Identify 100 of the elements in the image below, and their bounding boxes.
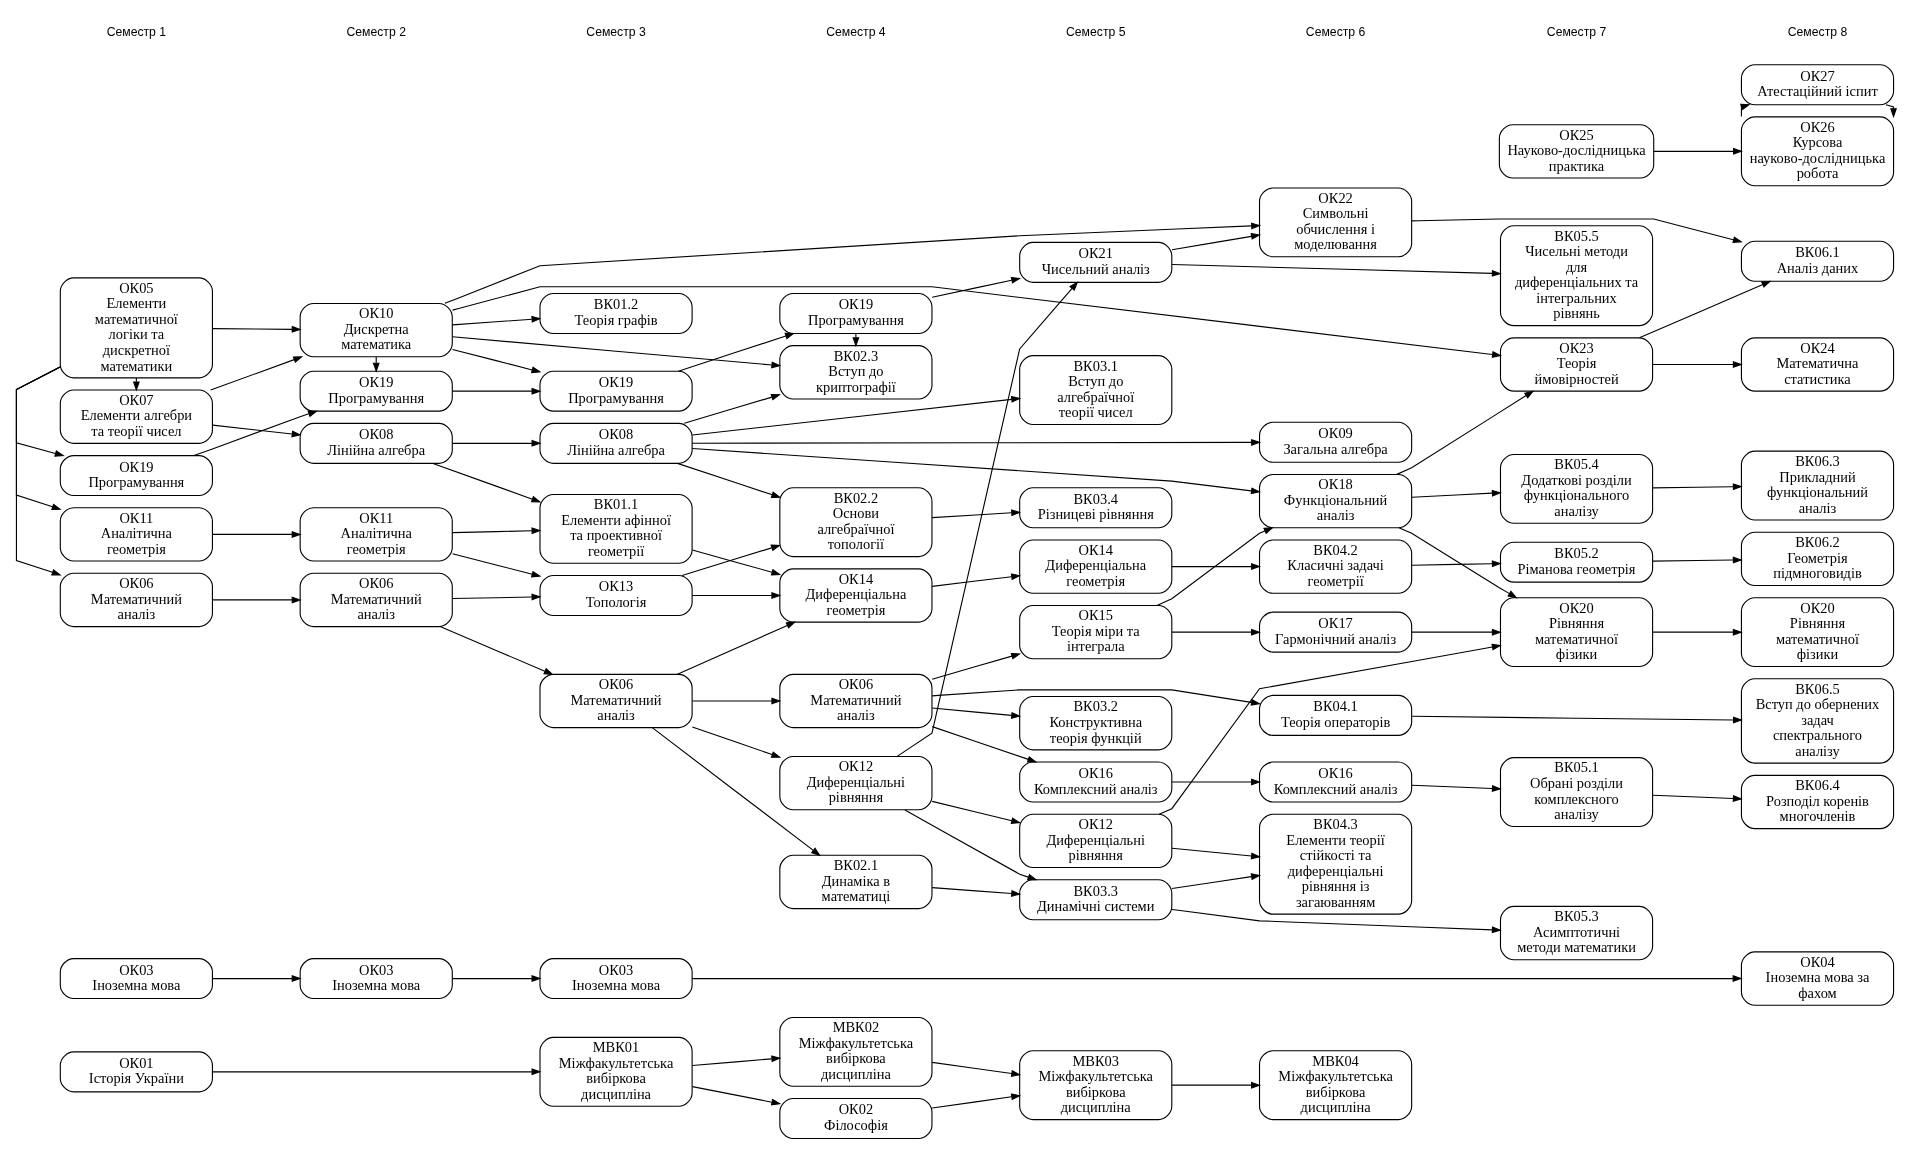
node-box: ОК22 Символьні обчислення і моделювання: [1258, 187, 1413, 258]
node-box: ВК01.2 Теорія графів: [539, 292, 693, 334]
node-box: ОК19 Програмування: [539, 370, 693, 412]
node-box: ОК26 Курсова науково-дослідницька робота: [1740, 116, 1895, 187]
arrow: [904, 809, 1038, 881]
node-box: ВК01.1 Елементи афінної та проективної геометрії: [539, 493, 693, 564]
arrow: [681, 544, 781, 577]
arrow: [1411, 715, 1744, 724]
node-box: ОК27 Атестаційний іспит: [1740, 64, 1895, 106]
node-box: ОК14 Диференціальна геометрія: [779, 568, 933, 623]
node-box: ОК03 Іноземна мова: [539, 958, 693, 1000]
arrow: [1652, 483, 1743, 491]
node-box: ВК05.1 Обрані розділи комплексного аналізу: [1499, 757, 1654, 827]
node-box: ОК02 Філософія: [779, 1097, 933, 1140]
arrow: [1171, 873, 1262, 890]
node-box: ОК16 Комплексний аналіз: [1258, 761, 1413, 803]
label: Семестр 6: [1305, 24, 1366, 39]
arrow: [931, 276, 1022, 298]
arrow: [451, 336, 782, 369]
arrow: [1885, 104, 1898, 119]
arrow: [451, 439, 542, 447]
node-box: ВК06.5 Вступ до обернених задач спектрального аналізу: [1740, 678, 1895, 764]
arrow: [1652, 556, 1743, 564]
node-box: ОК25 Науково-дослідницька практика: [1498, 124, 1655, 179]
arrow: [451, 553, 542, 578]
node-box: ВК02.2 Основи алгебраїчної топології: [779, 487, 933, 558]
node-box: МВК03 Міжфакультетська вибіркова дисципліна: [1019, 1050, 1173, 1121]
node-box: ОК12 Диференціальні рівняння: [779, 755, 933, 811]
node-box: ОК10 Дискретна математика: [299, 302, 453, 358]
node-box: ОК19 Програмування: [59, 455, 213, 497]
arrow: [691, 1055, 782, 1067]
arrow: [691, 549, 782, 576]
arrow: [691, 438, 1262, 446]
node-box: ОК01 Історія України: [59, 1051, 213, 1093]
arrow: [15, 366, 65, 457]
node-box: ВК06.2 Геометрія підмноговидів: [1740, 531, 1895, 587]
node-box: ОК20 Рівняння математичної фізики: [1499, 597, 1654, 668]
arrow: [931, 1061, 1022, 1077]
node-box: ОК09 Загальна алгебра: [1258, 421, 1413, 463]
arrow: [852, 333, 860, 348]
node-box: ВК04.1 Теорія операторів: [1258, 694, 1413, 736]
arrow: [1171, 908, 1502, 934]
node-box: ОК08 Лінійна алгебра: [299, 422, 453, 464]
arrow: [210, 356, 304, 391]
arrow: [15, 366, 62, 576]
arrow: [931, 689, 1261, 706]
arrow: [691, 1086, 782, 1106]
node-box: ОК06 Математичний аналіз: [59, 572, 213, 628]
node-box: ОК17 Гармонічний аналіз: [1258, 611, 1413, 653]
node-box: ВК05.3 Асимптотичні методи математики: [1499, 905, 1654, 961]
arrow: [1653, 147, 1743, 155]
node-box: ОК19 Програмування: [779, 292, 933, 334]
label: Семестр 2: [346, 24, 406, 39]
arrow: [193, 410, 318, 457]
arrow: [451, 286, 1503, 358]
arrow: [691, 975, 1743, 983]
arrow: [651, 727, 821, 857]
node-box: ОК06 Математичний аналіз: [539, 673, 693, 729]
arrow: [1171, 1081, 1262, 1089]
arrow: [691, 592, 782, 599]
node-box: ОК07 Елементи алгебри та теорії чисел: [59, 389, 213, 444]
node-box: МВК02 Міжфакультетська вибіркова дисципліна: [779, 1016, 933, 1087]
arrow: [683, 393, 782, 424]
node-box: ВК04.2 Класичні задачі геометрії: [1258, 539, 1413, 594]
arrow: [1411, 489, 1502, 498]
node-box: ВК02.1 Динаміка в математиці: [779, 854, 933, 910]
arrow: [1652, 794, 1743, 802]
node-box: ОК14 Диференціальна геометрія: [1019, 539, 1173, 594]
arrow: [1638, 280, 1772, 339]
arrow: [931, 707, 1022, 719]
arrow: [1396, 390, 1535, 475]
node-box: ВК05.4 Додаткові розділи функціонального аналізу: [1499, 453, 1654, 524]
arrow: [212, 530, 302, 538]
arrow: [15, 366, 62, 511]
arrow: [451, 387, 542, 395]
node-box: ВК06.3 Прикладний функціональний аналіз: [1740, 450, 1895, 521]
node-box: ВК06.4 Розподіл коренів многочленів: [1740, 774, 1895, 830]
arrow: [691, 726, 782, 758]
node-box: МВК04 Міжфакультетська вибіркова дисципліна: [1258, 1050, 1413, 1121]
node-box: ОК03 Іноземна мова: [59, 958, 213, 1000]
node-box: ВК03.3 Динамічні системи: [1019, 879, 1173, 921]
arrow: [432, 462, 542, 503]
arrow: [451, 315, 542, 326]
node-box: ОК15 Теорія міри та інтеграла: [1019, 604, 1173, 660]
node-box: ОК04 Іноземна мова за фахом: [1740, 951, 1895, 1006]
arrow: [1158, 643, 1502, 815]
node-box: ВК02.3 Вступ до криптографії: [779, 345, 933, 400]
node-box: ВК06.1 Аналіз даних: [1740, 240, 1895, 282]
node-box: ОК16 Комплексний аналіз: [1019, 761, 1173, 803]
arrow: [931, 573, 1022, 587]
node-box: ОК03 Іноземна мова: [299, 958, 453, 1000]
arrow: [691, 447, 1261, 495]
arrow: [931, 509, 1022, 519]
arrow: [1652, 361, 1743, 369]
arrow: [451, 593, 542, 601]
node-box: ОК21 Чисельний аналіз: [1019, 241, 1173, 283]
node-box: ОК20 Рівняння математичної фізики: [1740, 597, 1895, 668]
arrow: [931, 800, 1022, 825]
arrow: [1171, 232, 1262, 251]
node-box: МВК01 Міжфакультетська вибіркова дисципліна: [539, 1036, 693, 1107]
